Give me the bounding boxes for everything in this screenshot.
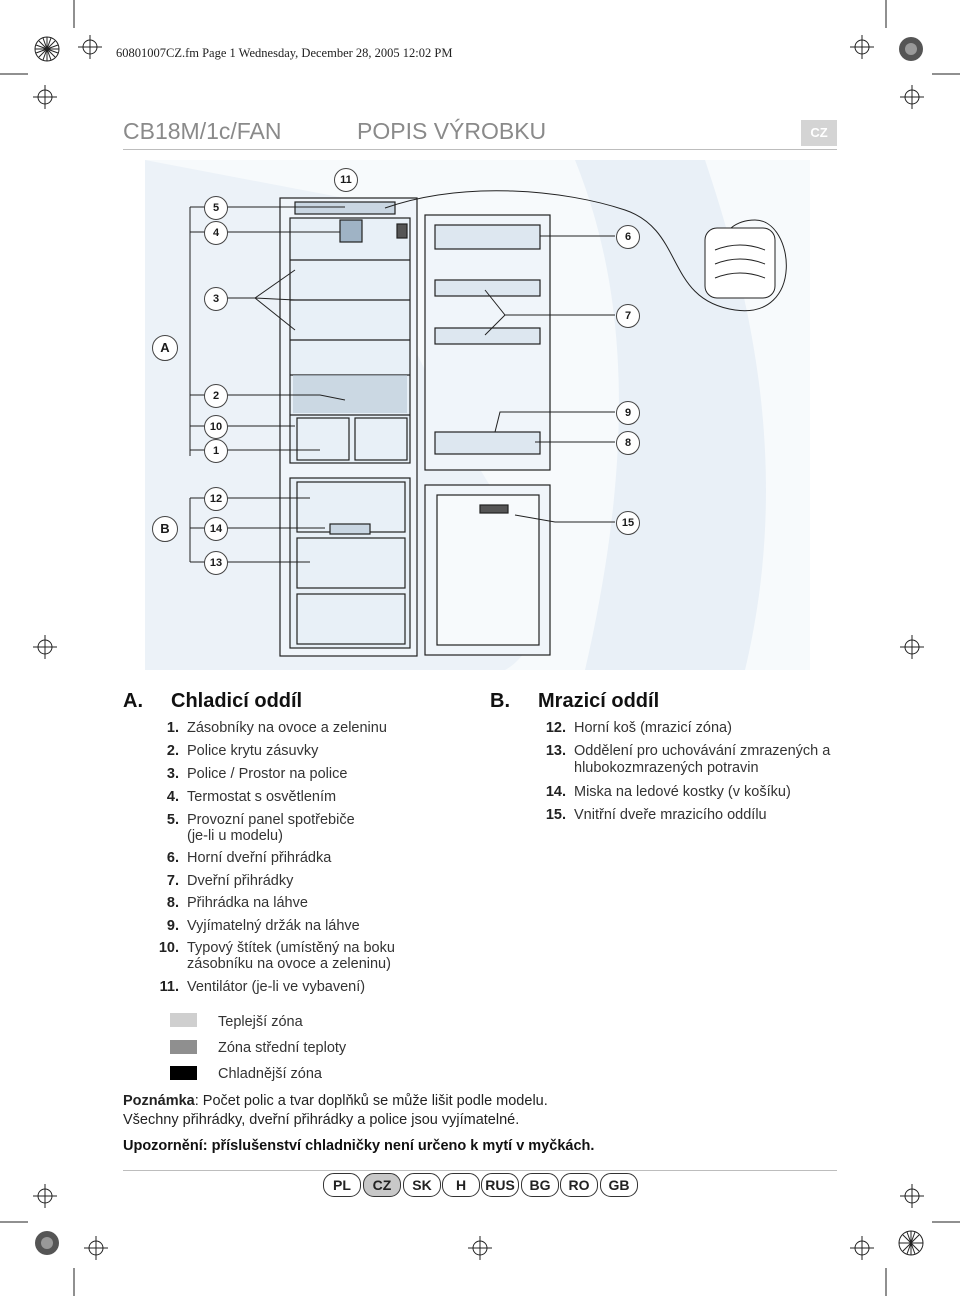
title-row: CB18M/1c/FAN POPIS VÝROBKU CZ	[123, 118, 837, 154]
callout-10: 10	[204, 415, 228, 439]
section-a-title: Chladicí oddíl	[171, 690, 303, 712]
callout-1: 1	[204, 439, 228, 463]
note-text: : Počet polic a tvar doplňků se může liš…	[194, 1093, 548, 1109]
callout-a: A	[152, 335, 178, 361]
callout-13: 13	[204, 551, 228, 575]
callout-15: 15	[616, 511, 640, 535]
registration-target-icon	[898, 1230, 924, 1256]
callout-2: 2	[204, 384, 228, 408]
note-line-1: Poznámka: Počet polic a tvar doplňků se …	[123, 1093, 548, 1109]
title-divider	[123, 149, 837, 150]
diagram-callouts: 11 5 4 3 A 2 10 1 12 B 14 13 6 7 9 8 15	[152, 168, 640, 575]
lang-pill-cz: CZ	[363, 1173, 401, 1197]
callout-b: B	[152, 516, 178, 542]
legend-label-colder: Chladnější zóna	[218, 1066, 322, 1082]
legend-swatch-medium	[170, 1040, 197, 1054]
lang-pill-rus: RUS	[481, 1173, 519, 1197]
registration-target-icon	[35, 1231, 59, 1255]
section-a-list: 1.Zásobníky na ovoce a zeleninu 2.Police…	[158, 720, 395, 995]
callout-8: 8	[616, 431, 640, 455]
callout-3: 3	[204, 287, 228, 311]
section-b-letter: B.	[490, 690, 510, 712]
section-a-heading: A. Chladicí oddíl	[123, 690, 302, 713]
section-a-letter: A.	[123, 690, 143, 712]
callout-11: 11	[334, 168, 358, 192]
callout-9: 9	[616, 401, 640, 425]
fridge-diagram	[145, 160, 810, 670]
section-b-list: 12.Horní koš (mrazicí zóna) 13.Oddělení …	[545, 720, 831, 823]
note-line-2: Všechny přihrádky, dveřní přihrádky a po…	[123, 1112, 520, 1128]
section-b-heading: B. Mrazicí oddíl	[490, 690, 659, 713]
callout-7: 7	[616, 304, 640, 328]
callout-6: 6	[616, 225, 640, 249]
model-number: CB18M/1c/FAN	[123, 118, 282, 144]
page-title: POPIS VÝROBKU	[357, 118, 547, 144]
lang-pill-h: H	[442, 1173, 480, 1197]
callout-14: 14	[204, 517, 228, 541]
lang-pill-ro: RO	[560, 1173, 598, 1197]
warning-text: Upozornění: příslušenství chladničky nen…	[123, 1138, 595, 1154]
callout-4: 4	[204, 221, 228, 245]
lang-pill-gb: GB	[600, 1173, 638, 1197]
lang-pill-pl: PL	[323, 1173, 361, 1197]
lang-pill-sk: SK	[403, 1173, 441, 1197]
bottom-divider	[123, 1170, 837, 1171]
legend-label-medium: Zóna střední teploty	[218, 1040, 347, 1056]
registration-target-icon	[34, 36, 60, 62]
note-label: Poznámka	[123, 1093, 195, 1109]
legend-swatch-warmer	[170, 1013, 197, 1027]
registration-target-icon	[899, 37, 923, 61]
callout-12: 12	[204, 487, 228, 511]
legend-label-warmer: Teplejší zóna	[218, 1014, 303, 1030]
lang-pill-bg: BG	[521, 1173, 559, 1197]
callout-5: 5	[204, 196, 228, 220]
section-b-title: Mrazicí oddíl	[538, 690, 660, 712]
language-badge: CZ	[801, 120, 837, 146]
print-file-header: 60801007CZ.fm Page 1 Wednesday, December…	[116, 46, 453, 60]
legend-swatch-colder	[170, 1066, 197, 1080]
